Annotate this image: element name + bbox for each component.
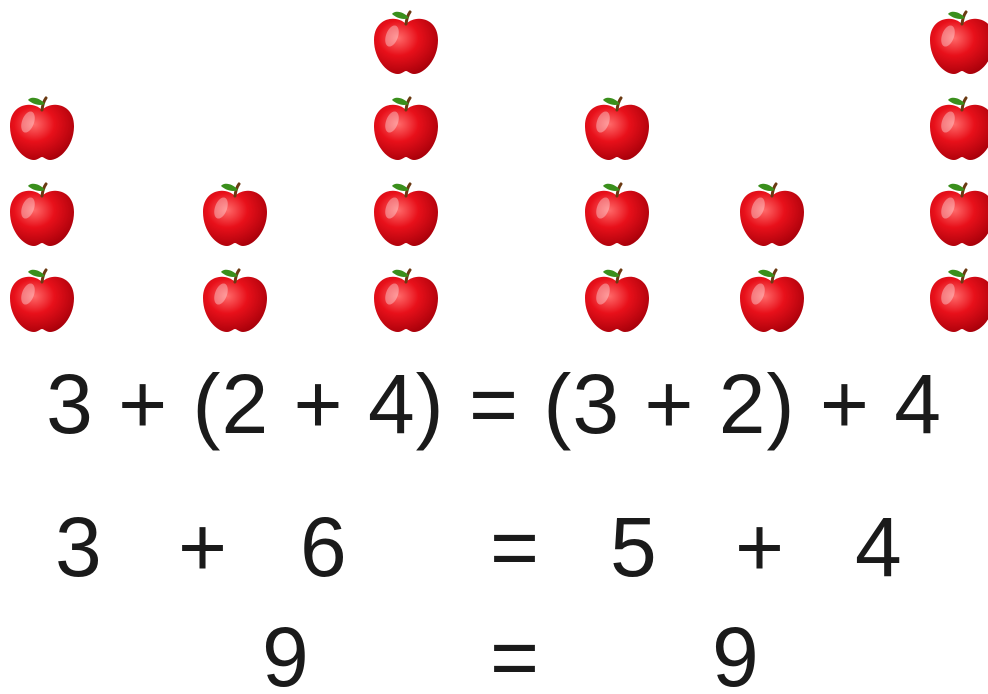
line2-plus-2: + — [735, 500, 785, 594]
apple-icon — [203, 182, 267, 246]
apple-icon — [10, 268, 74, 332]
apple-icon — [930, 268, 988, 332]
apple-icon — [585, 96, 649, 160]
line2-term-6: 6 — [300, 500, 347, 594]
line3-right-total: 9 — [712, 610, 759, 694]
line3-equals: = — [490, 610, 540, 694]
apple-icon — [740, 182, 804, 246]
line2-term-3: 3 — [55, 500, 102, 594]
apple-icon — [930, 10, 988, 74]
line3-left-total: 9 — [262, 610, 309, 694]
apple-icon — [10, 96, 74, 160]
apple-icon — [10, 182, 74, 246]
equation-line-1: 3 + (2 + 4) = (3 + 2) + 4 — [46, 357, 942, 451]
apple-icon — [203, 268, 267, 332]
apple-icon — [374, 10, 438, 74]
apple-icon — [740, 268, 804, 332]
line2-term-4: 4 — [855, 500, 902, 594]
apple-icon — [585, 268, 649, 332]
apple-icon — [585, 182, 649, 246]
apple-icon — [374, 268, 438, 332]
apple-icon — [374, 182, 438, 246]
apple-icon — [930, 182, 988, 246]
line2-term-5: 5 — [610, 500, 657, 594]
line2-equals: = — [490, 500, 540, 594]
apple-icon — [374, 96, 438, 160]
apple-icon — [930, 96, 988, 160]
line2-plus-1: + — [178, 500, 228, 594]
